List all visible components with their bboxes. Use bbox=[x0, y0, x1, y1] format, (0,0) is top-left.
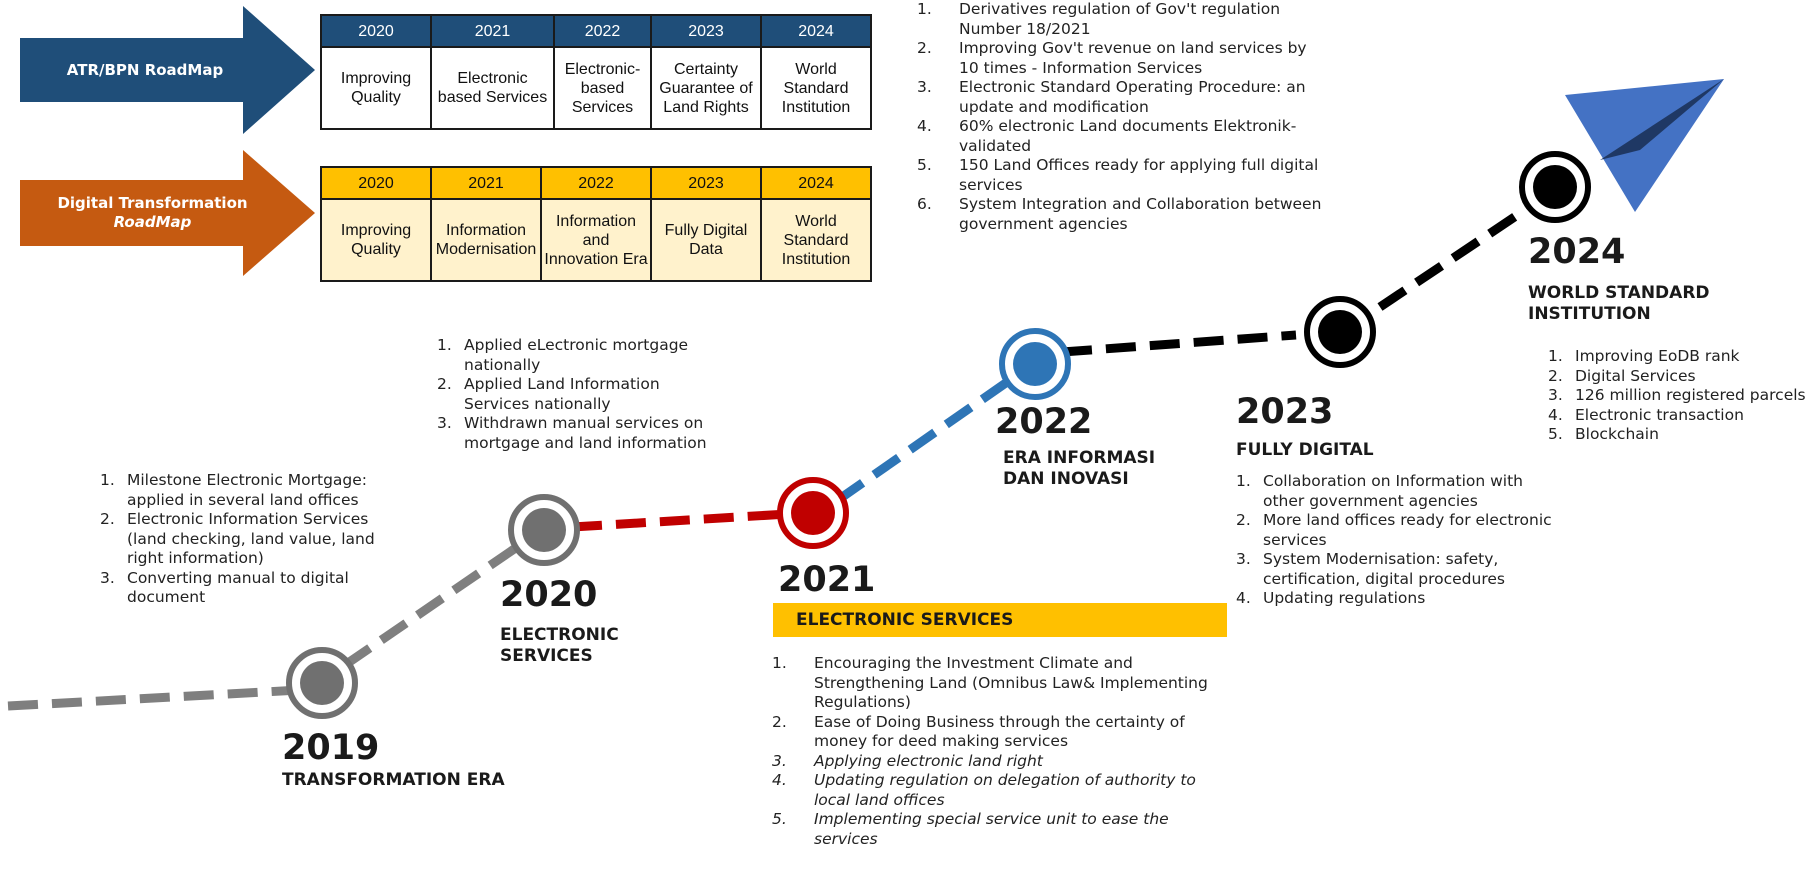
year-2022: 2022 bbox=[995, 402, 1093, 442]
list-2024: 1.Improving EoDB rank 2.Digital Services… bbox=[1548, 347, 1806, 445]
atr-goal-cell: Electronic based Services bbox=[430, 46, 555, 130]
atr-goal-cell: World Standard Institution bbox=[760, 46, 872, 130]
title-2024: WORLD STANDARD INSTITUTION bbox=[1528, 283, 1710, 324]
year-2019: 2019 bbox=[282, 728, 380, 768]
list-2022: 1.Derivatives regulation of Gov't regula… bbox=[917, 0, 1322, 234]
atr-arrow-shape bbox=[20, 6, 315, 134]
list-item: 1.Applied eLectronic mortgage nationally bbox=[437, 336, 689, 374]
digital-year-cell: 2020 bbox=[320, 166, 432, 200]
list-item: 1.Derivatives regulation of Gov't regula… bbox=[917, 0, 1281, 38]
digital-year-cell: 2021 bbox=[430, 166, 542, 200]
digital-roadmap-table: 2020 2021 2022 2023 2024 Improving Quali… bbox=[320, 166, 872, 282]
atr-roadmap-table: 2020 2021 2022 2023 2024 Improving Quali… bbox=[320, 14, 872, 130]
digital-goal-row: Improving Quality Information Modernisat… bbox=[320, 198, 872, 282]
list-item: 4.60% electronic Land documents Elektron… bbox=[917, 117, 1297, 155]
atr-year-cell: 2023 bbox=[650, 14, 762, 48]
year-2020: 2020 bbox=[500, 575, 598, 615]
digital-year-cell: 2023 bbox=[650, 166, 762, 200]
paper-plane-icon bbox=[1565, 79, 1724, 212]
list-item: 2.More land offices ready for electronic… bbox=[1236, 511, 1552, 549]
list-item: 4.Updating regulation on delegation of a… bbox=[772, 771, 1196, 809]
list-item: 1.Collaboration on Information with othe… bbox=[1236, 472, 1523, 510]
list-item: 3.Withdrawn manual services on mortgage … bbox=[437, 414, 707, 452]
circle-2021 bbox=[777, 477, 849, 549]
list-item: 5.Blockchain bbox=[1548, 425, 1659, 443]
digital-year-cell: 2022 bbox=[540, 166, 652, 200]
list-item: 3.126 million registered parcels bbox=[1548, 386, 1806, 404]
list-item: 2.Digital Services bbox=[1548, 366, 1696, 385]
circle-2019 bbox=[286, 647, 358, 719]
list-2023: 1.Collaboration on Information with othe… bbox=[1236, 472, 1566, 609]
circle-2020 bbox=[508, 494, 580, 566]
list-item: 4.Updating regulations bbox=[1236, 589, 1426, 607]
highlight-bar-2021 bbox=[773, 603, 1227, 637]
list-2020: 1.Applied eLectronic mortgage nationally… bbox=[437, 336, 717, 453]
digital-roadmap-label-line1: Digital Transformation bbox=[57, 194, 248, 212]
atr-roadmap-arrow: ATR/BPN RoadMap bbox=[20, 38, 270, 102]
atr-goal-cell: Improving Quality bbox=[320, 46, 432, 130]
atr-year-row: 2020 2021 2022 2023 2024 bbox=[320, 14, 872, 48]
circle-2024 bbox=[1519, 151, 1591, 223]
year-2024: 2024 bbox=[1528, 232, 1626, 272]
digital-goal-cell: Information and Innovation Era bbox=[540, 198, 652, 282]
digital-goal-cell: World Standard Institution bbox=[760, 198, 872, 282]
atr-year-cell: 2021 bbox=[430, 14, 555, 48]
list-item: 5.150 Land Offices ready for applying fu… bbox=[917, 156, 1319, 194]
path-segment-2022-2023 bbox=[1061, 330, 1297, 357]
atr-goal-cell: Electronic-based Services bbox=[553, 46, 652, 130]
digital-arrow-shape bbox=[20, 150, 315, 276]
list-item: 3.Converting manual to digital document bbox=[100, 568, 349, 607]
list-item: 3.Applying electronic land right bbox=[772, 751, 1043, 770]
title-2022: ERA INFORMASI DAN INOVASI bbox=[1003, 448, 1156, 489]
circle-2023 bbox=[1304, 296, 1376, 368]
path-segment-2023-2024 bbox=[1377, 208, 1525, 311]
title-2021: ELECTRONIC SERVICES bbox=[796, 610, 1014, 630]
list-item: 4.Electronic transaction bbox=[1548, 405, 1744, 424]
title-2020: ELECTRONIC SERVICES bbox=[500, 625, 619, 666]
list-item: 1.Encouraging the Investment Climate and… bbox=[772, 654, 1208, 711]
list-item: 2.Ease of Doing Business through the cer… bbox=[772, 712, 1185, 751]
list-item: 2.Improving Gov't revenue on land servic… bbox=[917, 39, 1307, 77]
atr-goal-cell: Certainty Guarantee of Land Rights bbox=[650, 46, 762, 130]
path-segment-start bbox=[7, 685, 301, 711]
list-2019: 1.Milestone Electronic Mortgage: applied… bbox=[100, 471, 410, 608]
list-item: 3.System Modernisation: safety, certific… bbox=[1236, 550, 1505, 588]
atr-year-cell: 2020 bbox=[320, 14, 432, 48]
title-2023: FULLY DIGITAL bbox=[1236, 440, 1374, 460]
digital-roadmap-label-line2: RoadMap bbox=[113, 213, 192, 231]
list-item: 1.Improving EoDB rank bbox=[1548, 347, 1740, 365]
list-item: 1.Milestone Electronic Mortgage: applied… bbox=[100, 471, 368, 509]
title-2019: TRANSFORMATION ERA bbox=[282, 770, 505, 790]
year-2023: 2023 bbox=[1236, 392, 1334, 432]
atr-year-cell: 2022 bbox=[553, 14, 652, 48]
digital-goal-cell: Information Modernisation bbox=[430, 198, 542, 282]
list-item: 2.Applied Land Information Services nati… bbox=[437, 375, 660, 413]
atr-goal-row: Improving Quality Electronic based Servi… bbox=[320, 46, 872, 130]
digital-goal-cell: Fully Digital Data bbox=[650, 198, 762, 282]
list-2021: 1.Encouraging the Investment Climate and… bbox=[772, 654, 1212, 849]
list-item: 2.Electronic Information Services (land … bbox=[100, 510, 375, 567]
digital-roadmap-arrow: Digital Transformation RoadMap bbox=[20, 180, 285, 246]
path-segment-2020-2021 bbox=[571, 509, 789, 532]
year-2021: 2021 bbox=[778, 560, 876, 600]
atr-year-cell: 2024 bbox=[760, 14, 872, 48]
digital-year-row: 2020 2021 2022 2023 2024 bbox=[320, 166, 872, 200]
circle-2022 bbox=[999, 328, 1071, 400]
path-segment-2019-2020 bbox=[342, 541, 523, 669]
list-item: 3.Electronic Standard Operating Procedur… bbox=[917, 78, 1306, 116]
list-item: 5.Implementing special service unit to e… bbox=[772, 810, 1169, 848]
digital-goal-cell: Improving Quality bbox=[320, 198, 432, 282]
list-item: 6.System Integration and Collaboration b… bbox=[917, 195, 1322, 233]
path-segment-2021-2022 bbox=[835, 376, 1013, 504]
atr-roadmap-label: ATR/BPN RoadMap bbox=[66, 60, 224, 79]
digital-year-cell: 2024 bbox=[760, 166, 872, 200]
